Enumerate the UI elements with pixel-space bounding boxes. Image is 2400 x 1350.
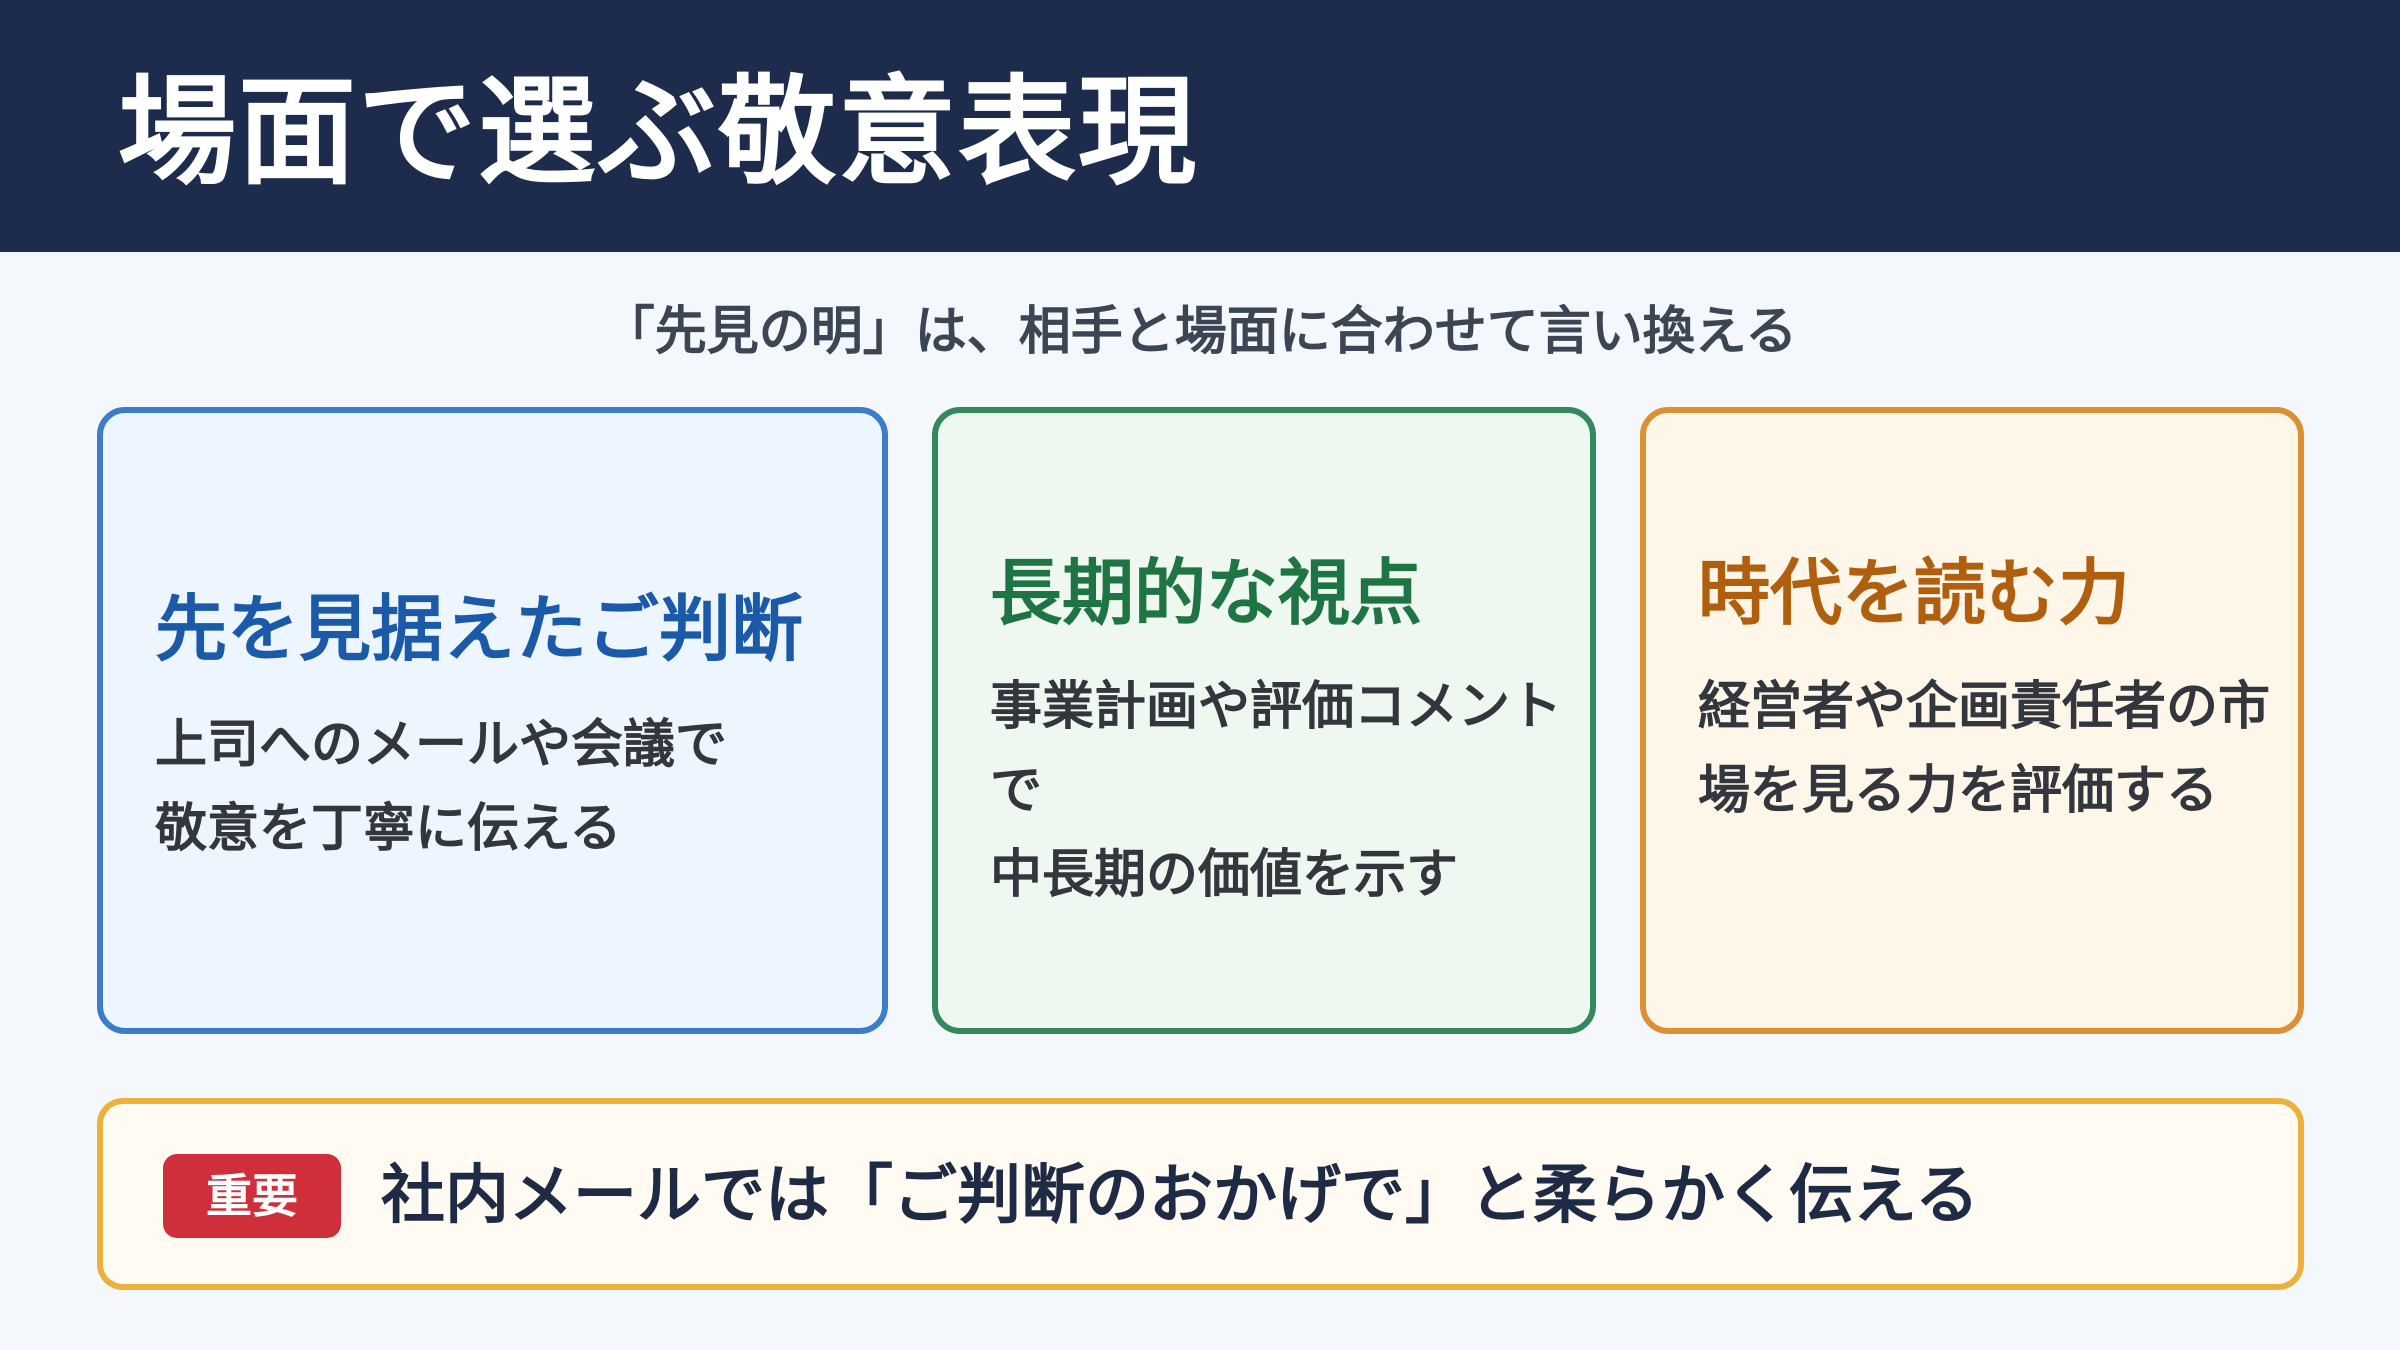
page-subtitle: 「先見の明」は、相手と場面に合わせて言い換える xyxy=(602,302,1798,362)
card-title: 時代を読む力 xyxy=(1698,551,2131,635)
page-title: 場面で選ぶ敬意表現 xyxy=(118,63,1199,201)
important-notice: 重要 社内メールでは「ご判断のおかげで」と柔らかく伝える xyxy=(97,1098,2304,1290)
important-badge: 重要 xyxy=(163,1154,341,1238)
card-long-term-view: 長期的な視点 事業計画や評価コメントで 中長期の価値を示す xyxy=(932,407,1596,1034)
card-title: 先を見据えたご判断 xyxy=(155,587,804,671)
card-title: 長期的な視点 xyxy=(990,551,1423,635)
card-description: 上司へのメールや会議で 敬意を丁寧に伝える xyxy=(155,715,728,859)
card-read-the-times: 時代を読む力 経営者や企画責任者の市場を見る力を評価する xyxy=(1640,407,2304,1034)
card-formal-judgment: 先を見据えたご判断 上司へのメールや会議で 敬意を丁寧に伝える xyxy=(97,407,888,1034)
notice-text: 社内メールでは「ご判断のおかげで」と柔らかく伝える xyxy=(381,1159,1980,1233)
card-description: 事業計画や評価コメントで 中長期の価値を示す xyxy=(990,677,1563,905)
header-bar: 場面で選ぶ敬意表現 xyxy=(0,0,2400,252)
card-description: 経営者や企画責任者の市場を見る力を評価する xyxy=(1698,677,2271,821)
